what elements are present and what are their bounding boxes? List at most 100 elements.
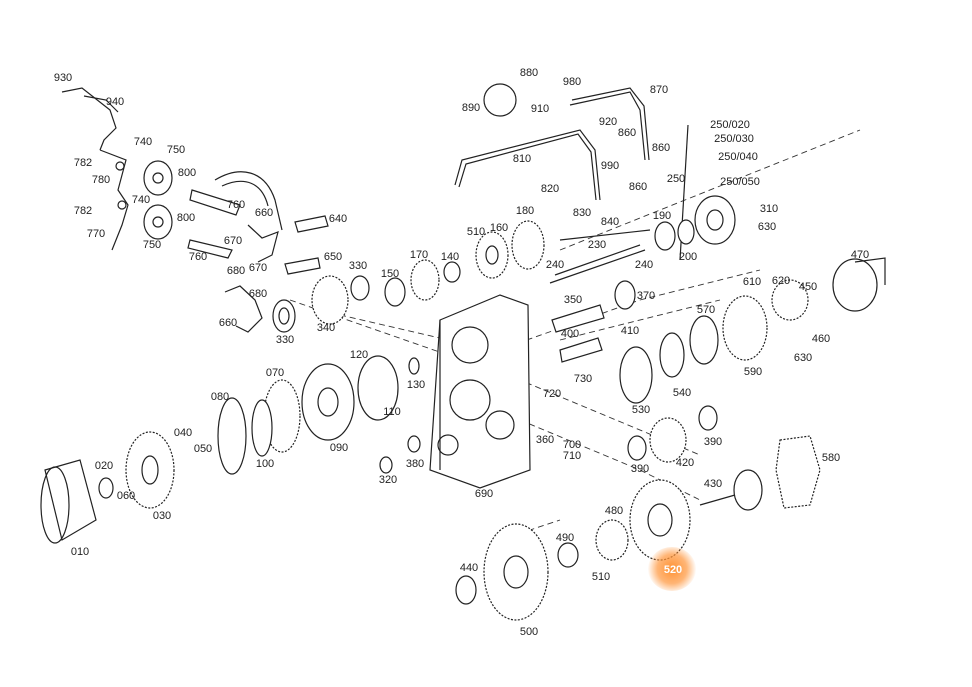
part-label-700[interactable]: 700 bbox=[562, 439, 582, 451]
part-label-330[interactable]: 330 bbox=[275, 334, 295, 346]
part-label-770[interactable]: 770 bbox=[86, 228, 106, 240]
part-label-880[interactable]: 880 bbox=[519, 67, 539, 79]
part-label-140[interactable]: 140 bbox=[440, 251, 460, 263]
part-label-180[interactable]: 180 bbox=[515, 205, 535, 217]
part-label-860[interactable]: 860 bbox=[617, 127, 637, 139]
part-label-110[interactable]: 110 bbox=[383, 406, 401, 418]
part-label-500[interactable]: 500 bbox=[519, 626, 539, 638]
part-label-460[interactable]: 460 bbox=[811, 333, 831, 345]
part-label-840[interactable]: 840 bbox=[600, 216, 620, 228]
part-label-820[interactable]: 820 bbox=[540, 183, 560, 195]
part-label-570[interactable]: 570 bbox=[696, 304, 716, 316]
part-label-430[interactable]: 430 bbox=[703, 478, 723, 490]
part-label-800[interactable]: 800 bbox=[177, 167, 197, 179]
part-label-010[interactable]: 010 bbox=[70, 546, 90, 558]
part-label-320[interactable]: 320 bbox=[378, 474, 398, 486]
part-label-330[interactable]: 330 bbox=[348, 260, 368, 272]
part-label-380[interactable]: 380 bbox=[405, 458, 425, 470]
part-label-630[interactable]: 630 bbox=[757, 221, 777, 233]
part-label-250-040[interactable]: 250/040 bbox=[718, 151, 758, 163]
part-label-160[interactable]: 160 bbox=[489, 222, 509, 234]
part-label-080[interactable]: 080 bbox=[210, 391, 230, 403]
part-label-020[interactable]: 020 bbox=[94, 460, 114, 472]
part-label-120[interactable]: 120 bbox=[349, 349, 369, 361]
part-label-860[interactable]: 860 bbox=[628, 181, 648, 193]
part-label-510[interactable]: 510 bbox=[466, 226, 486, 238]
part-label-070[interactable]: 070 bbox=[265, 367, 285, 379]
part-label-740[interactable]: 740 bbox=[133, 136, 153, 148]
part-label-440[interactable]: 440 bbox=[459, 562, 479, 574]
part-label-660[interactable]: 660 bbox=[254, 207, 274, 219]
part-label-930[interactable]: 930 bbox=[53, 72, 73, 84]
part-label-170[interactable]: 170 bbox=[409, 249, 429, 261]
part-label-090[interactable]: 090 bbox=[329, 442, 349, 454]
part-label-990[interactable]: 990 bbox=[600, 160, 620, 172]
part-label-150[interactable]: 150 bbox=[380, 268, 400, 280]
part-label-250-050[interactable]: 250/050 bbox=[720, 176, 760, 188]
part-label-390[interactable]: 390 bbox=[703, 436, 723, 448]
part-label-860[interactable]: 860 bbox=[651, 142, 671, 154]
part-label-660[interactable]: 660 bbox=[218, 317, 238, 329]
part-label-910[interactable]: 910 bbox=[530, 103, 550, 115]
part-label-470[interactable]: 470 bbox=[850, 249, 870, 261]
part-label-540[interactable]: 540 bbox=[672, 387, 692, 399]
part-label-480[interactable]: 480 bbox=[604, 505, 624, 517]
part-label-650[interactable]: 650 bbox=[323, 251, 343, 263]
part-label-890[interactable]: 890 bbox=[461, 102, 481, 114]
part-label-250-020[interactable]: 250/020 bbox=[710, 119, 750, 131]
part-label-680[interactable]: 680 bbox=[248, 288, 268, 300]
part-label-810[interactable]: 810 bbox=[512, 153, 532, 165]
part-label-520-highlighted[interactable]: 520 bbox=[663, 564, 683, 576]
part-label-670[interactable]: 670 bbox=[223, 235, 243, 247]
part-label-050[interactable]: 050 bbox=[193, 443, 213, 455]
part-label-750[interactable]: 750 bbox=[166, 144, 186, 156]
part-label-390[interactable]: 390 bbox=[630, 463, 650, 475]
part-label-800[interactable]: 800 bbox=[176, 212, 196, 224]
part-label-490[interactable]: 490 bbox=[555, 532, 575, 544]
part-label-620[interactable]: 620 bbox=[771, 275, 791, 287]
part-label-782[interactable]: 782 bbox=[73, 157, 93, 169]
part-label-610[interactable]: 610 bbox=[742, 276, 762, 288]
part-label-670[interactable]: 670 bbox=[248, 262, 268, 274]
part-label-410[interactable]: 410 bbox=[620, 325, 640, 337]
part-label-130[interactable]: 130 bbox=[406, 379, 426, 391]
part-label-640[interactable]: 640 bbox=[328, 213, 348, 225]
part-label-060[interactable]: 060 bbox=[116, 490, 136, 502]
part-label-920[interactable]: 920 bbox=[598, 116, 618, 128]
part-label-250-030[interactable]: 250/030 bbox=[714, 133, 754, 145]
part-label-630[interactable]: 630 bbox=[793, 352, 813, 364]
part-label-030[interactable]: 030 bbox=[152, 510, 172, 522]
part-label-750[interactable]: 750 bbox=[142, 239, 162, 251]
part-label-310[interactable]: 310 bbox=[759, 203, 779, 215]
part-label-230[interactable]: 230 bbox=[587, 239, 607, 251]
part-label-350[interactable]: 350 bbox=[563, 294, 583, 306]
part-label-760[interactable]: 760 bbox=[226, 199, 246, 211]
part-label-340[interactable]: 340 bbox=[316, 322, 336, 334]
part-label-190[interactable]: 190 bbox=[652, 210, 672, 222]
part-label-830[interactable]: 830 bbox=[572, 207, 592, 219]
part-label-250[interactable]: 250 bbox=[666, 173, 686, 185]
part-label-730[interactable]: 730 bbox=[573, 373, 593, 385]
part-label-782[interactable]: 782 bbox=[73, 205, 93, 217]
part-label-240[interactable]: 240 bbox=[545, 259, 565, 271]
part-label-370[interactable]: 370 bbox=[636, 290, 656, 302]
part-label-360[interactable]: 360 bbox=[535, 434, 555, 446]
part-label-760[interactable]: 760 bbox=[188, 251, 208, 263]
part-label-530[interactable]: 530 bbox=[631, 404, 651, 416]
part-label-200[interactable]: 200 bbox=[678, 251, 698, 263]
part-label-590[interactable]: 590 bbox=[743, 366, 763, 378]
part-label-690[interactable]: 690 bbox=[474, 488, 494, 500]
part-label-240[interactable]: 240 bbox=[634, 259, 654, 271]
part-label-710[interactable]: 710 bbox=[562, 450, 582, 462]
part-label-450[interactable]: 450 bbox=[798, 281, 818, 293]
part-label-940[interactable]: 940 bbox=[105, 96, 125, 108]
part-label-040[interactable]: 040 bbox=[173, 427, 193, 439]
part-label-400[interactable]: 400 bbox=[560, 328, 580, 340]
part-label-740[interactable]: 740 bbox=[131, 194, 151, 206]
part-label-680[interactable]: 680 bbox=[226, 265, 246, 277]
part-label-980[interactable]: 980 bbox=[562, 76, 582, 88]
part-label-420[interactable]: 420 bbox=[675, 457, 695, 469]
part-label-510[interactable]: 510 bbox=[591, 571, 611, 583]
part-label-720[interactable]: 720 bbox=[542, 388, 562, 400]
part-label-100[interactable]: 100 bbox=[255, 458, 275, 470]
